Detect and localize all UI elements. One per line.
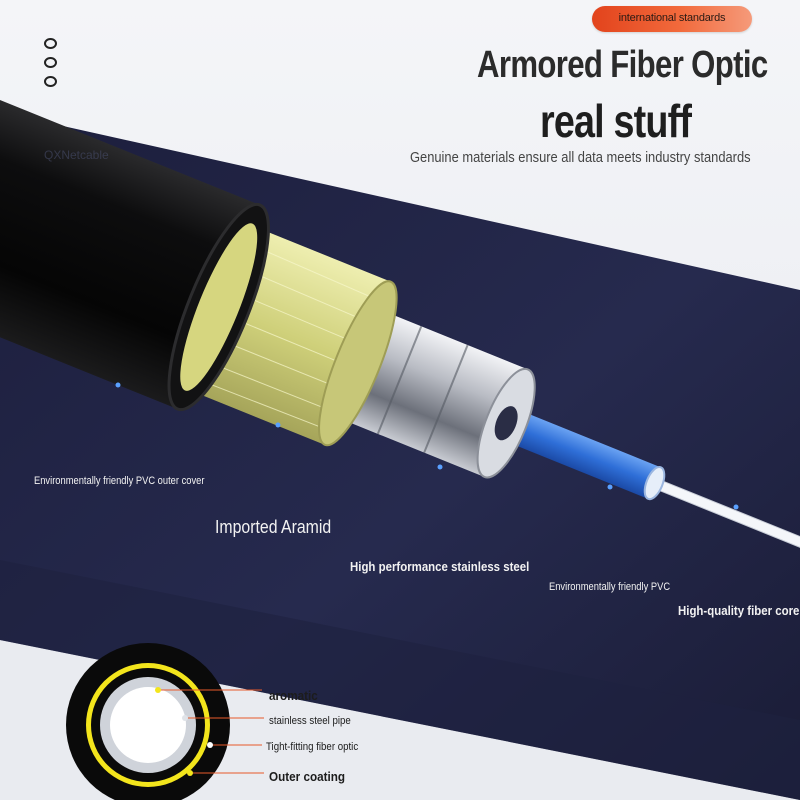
panel-shadow [0,560,800,800]
aramid-end [318,280,398,447]
callout-fiber-core: High-quality fiber core [678,603,800,618]
legend-outer-coating: Outer coating [269,769,346,784]
callout-stainless-steel: High performance stainless steel [350,559,530,574]
cross-section-diagram [66,643,264,800]
cable [0,40,800,639]
inner-pvc-tube [499,407,661,499]
legend-steel-pipe: stainless steel pipe [269,715,351,727]
tube-end [643,466,666,501]
callout-pvc-inner: Environmentally friendly PVC [549,581,671,593]
callout-lines [115,382,739,585]
callout-aramid: Imported Aramid [215,517,332,537]
page-title-line1: Armored Fiber Optic [477,44,768,86]
standards-badge-label: international standards [618,12,726,24]
legend-aromatic: aromatic [269,688,318,703]
callout-pvc-outer-cover: Environmentally friendly PVC outer cover [34,475,205,487]
three-dots-vertical-icon[interactable] [44,38,60,95]
cross-section-fiber [110,687,186,763]
outer-jacket [0,40,260,410]
legend-fiber-optic: Tight-fitting fiber optic [266,741,359,753]
standards-badge: international standards [592,6,752,32]
page-subtitle: Genuine materials ensure all data meets … [410,149,751,166]
page-title-line2: real stuff [540,95,692,147]
brand-watermark: QXNetcable [44,148,109,162]
